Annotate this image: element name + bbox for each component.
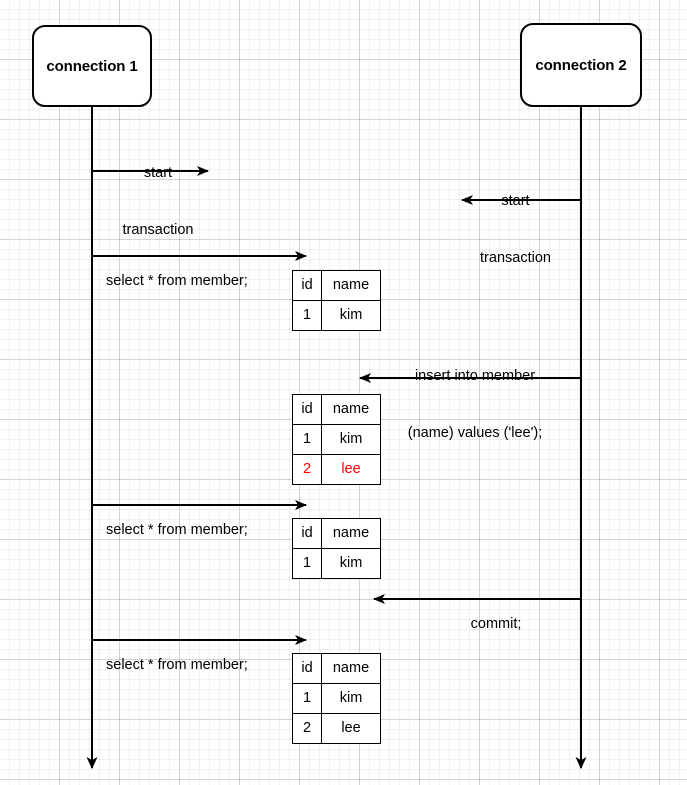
table-row: 2 lee [292, 713, 381, 744]
message-line: select * from member; [106, 522, 248, 538]
result-set-table-2: id name 1 kim 2 lee [292, 394, 381, 485]
table-row: 1 kim [292, 548, 381, 579]
message-line: transaction [480, 250, 551, 266]
table-cell-id: 2 [292, 713, 322, 744]
table-row: 1 kim [292, 683, 381, 714]
actor-connection-2[interactable]: connection 2 [520, 23, 642, 107]
table-cell-name: kim [321, 424, 381, 455]
table-cell-name: kim [321, 548, 381, 579]
table-header-row: id name [292, 518, 381, 549]
message-label-select-1: select * from member; [106, 234, 316, 329]
message-label-insert: insert into member (name) values ('lee')… [375, 329, 575, 481]
actor-connection-1[interactable]: connection 1 [32, 25, 152, 107]
message-label-select-2: select * from member; [106, 483, 316, 578]
result-set-table-3: id name 1 kim [292, 518, 381, 579]
table-header-cell: id [292, 394, 322, 425]
result-set-table-1: id name 1 kim [292, 270, 381, 331]
table-cell-id: 1 [292, 548, 322, 579]
message-label-commit: commit; [396, 577, 596, 672]
message-line: commit; [470, 616, 522, 632]
actor-label-connection-2: connection 2 [535, 56, 627, 74]
message-line: start [501, 193, 530, 209]
message-label-start-transaction-1: start transaction [100, 126, 216, 278]
table-cell-name: lee [321, 713, 381, 744]
message-line: transaction [122, 222, 194, 238]
table-cell-name: kim [321, 300, 381, 331]
table-header-row: id name [292, 270, 381, 301]
table-cell-id: 1 [292, 424, 322, 455]
message-line: start [143, 165, 173, 181]
result-set-table-4: id name 1 kim 2 lee [292, 653, 381, 744]
message-line: insert into member [414, 368, 536, 384]
table-header-cell: name [321, 518, 381, 549]
table-cell-id: 1 [292, 683, 322, 714]
table-header-row: id name [292, 653, 381, 684]
table-cell-id: 2 [292, 454, 322, 485]
table-cell-name: lee [321, 454, 381, 485]
table-header-cell: name [321, 394, 381, 425]
message-label-start-transaction-2: start transaction [450, 154, 581, 306]
table-row-highlighted: 2 lee [292, 454, 381, 485]
table-cell-id: 1 [292, 300, 322, 331]
table-header-cell: id [292, 518, 322, 549]
actor-label-connection-1: connection 1 [46, 57, 138, 75]
message-label-select-3: select * from member; [106, 618, 316, 713]
table-header-cell: name [321, 653, 381, 684]
table-row: 1 kim [292, 300, 381, 331]
message-line: select * from member; [106, 273, 248, 289]
table-header-cell: name [321, 270, 381, 301]
table-header-row: id name [292, 394, 381, 425]
table-cell-name: kim [321, 683, 381, 714]
table-row: 1 kim [292, 424, 381, 455]
message-line: (name) values ('lee'); [407, 425, 543, 441]
table-header-cell: id [292, 653, 322, 684]
table-header-cell: id [292, 270, 322, 301]
message-line: select * from member; [106, 657, 248, 673]
